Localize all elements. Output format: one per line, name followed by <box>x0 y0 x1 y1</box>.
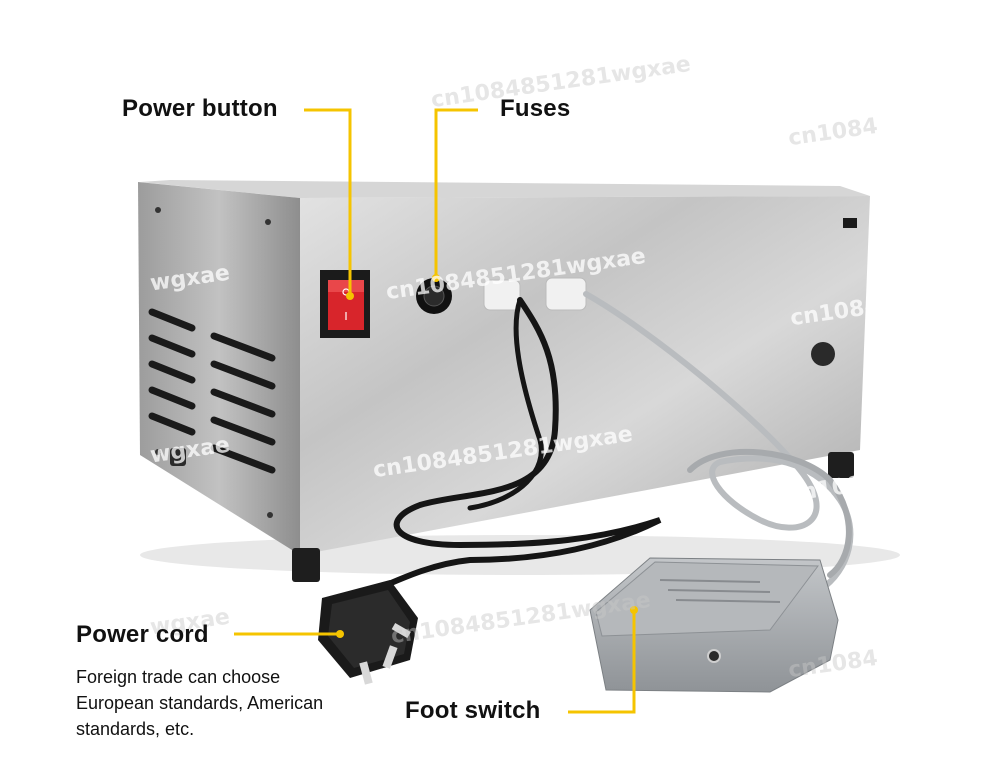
cable-gland <box>483 277 587 311</box>
foot <box>292 548 320 582</box>
power-button-leader <box>304 108 352 296</box>
foot <box>828 452 854 478</box>
description-line: standards, etc. <box>76 719 195 739</box>
power-cord-cable <box>347 297 662 603</box>
power-switch <box>320 270 370 338</box>
power-button-label: Power button <box>122 95 278 122</box>
case-top <box>140 180 870 198</box>
foot-switch-label: Foot switch <box>405 697 541 724</box>
power-cord-description: Foreign trade can choose European standa… <box>76 664 376 742</box>
fuses-label: Fuses <box>500 95 571 122</box>
side-vents <box>148 308 276 474</box>
power-plug <box>318 580 418 685</box>
foot-pedal <box>589 557 839 693</box>
description-line: European standards, American <box>76 693 324 713</box>
description-line: Foreign trade can choose <box>76 667 281 687</box>
vent-slot <box>843 218 857 228</box>
power-cord-label: Power cord <box>76 621 209 648</box>
fuse-holder <box>416 278 452 314</box>
cable-hole <box>811 342 835 366</box>
fuses-leader <box>434 108 478 278</box>
case-front-panel <box>300 196 870 555</box>
foot <box>170 448 186 466</box>
leader-lines <box>234 108 636 714</box>
foot-switch-leader <box>568 610 636 714</box>
